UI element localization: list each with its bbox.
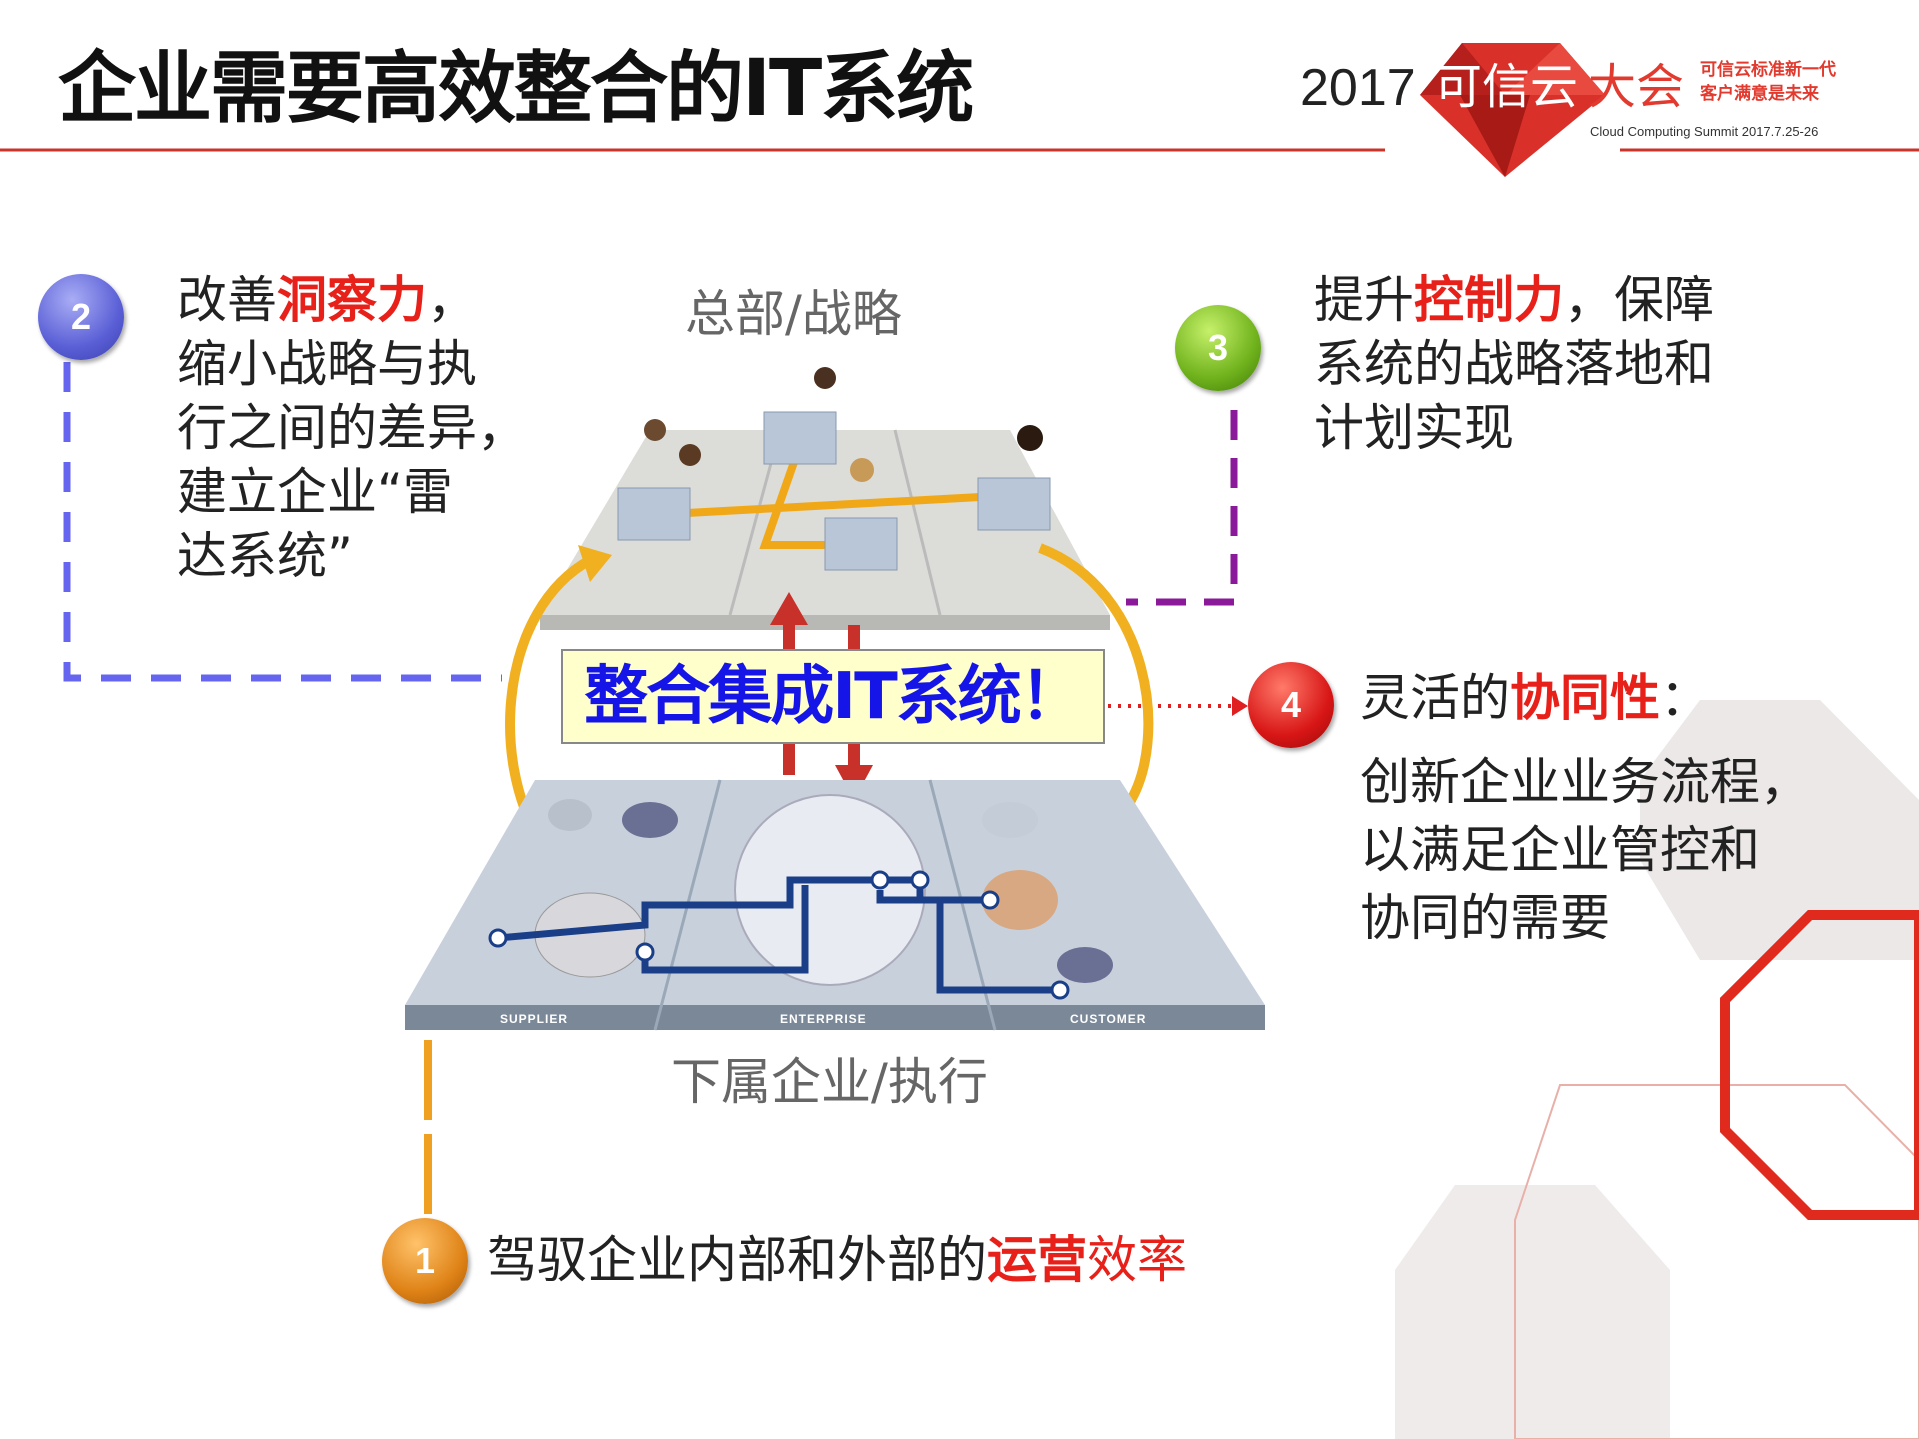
line: 创新企业业务流程， — [1360, 753, 1810, 811]
person — [644, 419, 666, 441]
person — [1017, 425, 1043, 451]
platform-label-enterprise: ENTERPRISE — [780, 1012, 867, 1026]
hq-platform — [540, 367, 1110, 630]
subsidiary-platform — [405, 779, 1265, 1031]
highlight: 控制力 — [1414, 271, 1564, 329]
connector-3 — [1126, 410, 1238, 606]
highlight: 洞察力 — [277, 271, 427, 329]
workstation — [977, 477, 1051, 531]
workstation — [824, 517, 898, 571]
workstation — [617, 487, 691, 541]
curved-arrow-down — [1038, 543, 1154, 808]
slogan-line-2: 客户满意是未来 — [1700, 84, 1819, 104]
badge-2: 2 — [38, 274, 124, 360]
badge-3: 3 — [1175, 305, 1261, 391]
text: 提升 — [1314, 271, 1414, 329]
decor-octagon-outline — [1514, 1084, 1919, 1439]
integration-box: 整合集成IT系统！ — [561, 649, 1105, 744]
line: 计划实现 — [1314, 399, 1514, 457]
badge-4: 4 — [1248, 662, 1334, 748]
text: 改善 — [177, 271, 277, 329]
platform-label-customer: CUSTOMER — [1070, 1012, 1147, 1026]
hq-label: 总部/战略 — [685, 285, 902, 343]
decor-hexagon — [1395, 1185, 1670, 1439]
line: 建立企业“雷 — [177, 463, 453, 521]
connector-2 — [63, 362, 502, 682]
badge-1: 1 — [382, 1218, 468, 1304]
line: 协同的需要 — [1360, 889, 1610, 947]
line: 行之间的差异， — [177, 399, 527, 457]
slogan-line-1: 可信云标准新一代 — [1700, 60, 1836, 80]
person — [814, 367, 836, 389]
workstation — [763, 411, 837, 465]
point-3-text: 提升控制力，保障 系统的战略落地和 计划实现 — [1314, 268, 1714, 460]
logo-year: 2017 — [1300, 59, 1416, 117]
logo-slogan: 可信云标准新一代 客户满意是未来 — [1700, 58, 1836, 106]
logo-subtitle: Cloud Computing Summit 2017.7.25-26 — [1590, 124, 1819, 139]
decor-red-octagon — [1720, 910, 1919, 1220]
up-arrow-icon — [770, 592, 808, 625]
logo-diamond — [1420, 43, 1605, 177]
line: 系统的战略落地和 — [1314, 335, 1714, 393]
point-2-text: 改善洞察力， 缩小战略与执 行之间的差异， 建立企业“雷 达系统” — [177, 268, 527, 588]
decor-hexagon — [1640, 700, 1919, 960]
text: 灵活的 — [1360, 669, 1510, 727]
text: ， — [427, 271, 477, 329]
platform-label-supplier: SUPPLIER — [500, 1012, 569, 1026]
text: ： — [1660, 669, 1710, 727]
logo-name-red: 大会 — [1588, 59, 1685, 115]
line: 达系统” — [177, 527, 353, 585]
person — [850, 458, 874, 482]
text: ，保障 — [1564, 271, 1714, 329]
text: 驾驭企业内部和外部的 — [487, 1231, 987, 1289]
highlight: 协同性 — [1510, 669, 1660, 727]
point-4-text: 灵活的协同性： 创新企业业务流程， 以满足企业管控和 协同的需要 — [1360, 658, 1810, 952]
subsidiary-label: 下属企业/执行 — [671, 1053, 988, 1111]
slide-title: 企业需要高效整合的IT系统 — [58, 44, 974, 134]
arrow-head-icon — [1232, 696, 1248, 716]
logo-name-white: 可信云 — [1434, 59, 1579, 115]
highlight: 运营 — [987, 1231, 1087, 1289]
line: 缩小战略与执 — [177, 335, 477, 393]
text: 效率 — [1087, 1231, 1187, 1289]
point-1-text: 驾驭企业内部和外部的运营效率 — [487, 1228, 1187, 1292]
person — [679, 444, 701, 466]
line: 以满足企业管控和 — [1360, 821, 1760, 879]
